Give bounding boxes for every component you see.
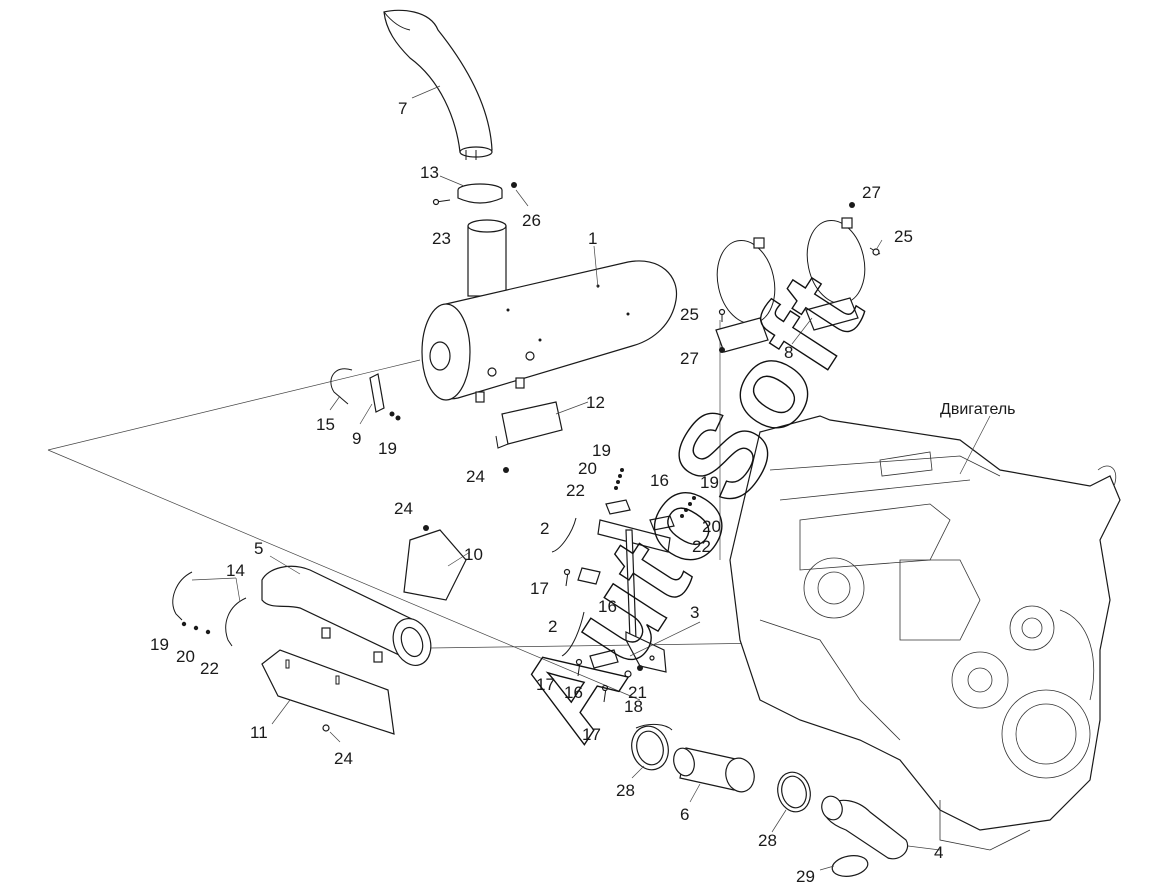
engine-illustration: [729, 415, 1121, 851]
bracket-10: [403, 529, 467, 601]
callout-20: 20: [702, 517, 721, 536]
callout-24: 24: [334, 749, 353, 768]
engine-label-leader: [959, 415, 991, 475]
pad-16-c: [589, 649, 619, 669]
callout-2: 2: [548, 617, 557, 636]
callout-15: 15: [316, 415, 335, 434]
callout-24: 24: [394, 499, 413, 518]
clamp-13: [457, 183, 503, 204]
tail-pipe: [383, 9, 493, 160]
callout-17: 17: [536, 675, 555, 694]
nut-21: [624, 665, 643, 678]
clamp-18: [635, 723, 673, 731]
bolt-25-top: [869, 247, 881, 256]
callout-28: 28: [616, 781, 635, 800]
callout-16: 16: [650, 471, 669, 490]
clamp-9: [369, 373, 385, 413]
callout-18: 18: [624, 697, 643, 716]
strap-bracket-8: [715, 217, 866, 353]
callout-6: 6: [680, 805, 689, 824]
bolt-25-bottom: [718, 308, 726, 322]
pad-16-b: [649, 515, 675, 531]
clamp-14-a: [172, 571, 193, 621]
callout-29: 29: [796, 867, 815, 886]
bolt-23: [432, 198, 451, 206]
callouts: 1 2 2 3 4 5 6 7 8 9 10 11 12 13 14 15 16…: [150, 99, 943, 886]
intermediate-pipe-5: [261, 565, 432, 666]
fastener-stack-centre: [614, 468, 624, 490]
callout-3: 3: [690, 603, 699, 622]
callout-23: 23: [432, 229, 451, 248]
callout-19: 19: [378, 439, 397, 458]
nut-26: [511, 182, 517, 188]
assembly-guide-lines: [47, 320, 981, 701]
callout-21: 21: [628, 683, 647, 702]
callout-12: 12: [586, 393, 605, 412]
bolt-24-bracket: [503, 467, 509, 473]
callout-27: 27: [680, 349, 699, 368]
clamp-28-b: [777, 771, 811, 813]
callout-27: 27: [862, 183, 881, 202]
nut-19-muffler-a: [389, 411, 395, 417]
callout-4: 4: [934, 843, 943, 862]
callout-26: 26: [522, 211, 541, 230]
callout-9: 9: [352, 429, 361, 448]
pad-16-a: [605, 499, 631, 515]
callout-5: 5: [254, 539, 263, 558]
callout-16: 16: [564, 683, 583, 702]
engine-label: Двигатель: [940, 401, 1016, 418]
pipe-6: [673, 747, 755, 793]
callout-20: 20: [578, 459, 597, 478]
callout-22: 22: [566, 481, 585, 500]
leader-lines: [191, 85, 941, 871]
bracket-12: [495, 401, 563, 449]
bolt-17-b: [575, 658, 583, 677]
callout-20: 20: [176, 647, 195, 666]
bolt-24-shield: [322, 724, 330, 732]
callout-19: 19: [150, 635, 169, 654]
callout-28: 28: [758, 831, 777, 850]
bolt-24-pipe: [423, 525, 429, 531]
muffler: [421, 219, 678, 403]
elbow-pipe-4: [821, 795, 909, 860]
bolt-17-c: [601, 684, 609, 703]
callout-10: 10: [464, 545, 483, 564]
callout-1: 1: [588, 229, 597, 248]
nut-27-top: [849, 202, 855, 208]
u-bolt-15: [330, 368, 353, 405]
fastener-stack-right: [680, 496, 696, 518]
callout-17: 17: [530, 579, 549, 598]
support-frame-3: [597, 519, 671, 673]
callout-11: 11: [250, 723, 268, 742]
callout-24: 24: [466, 467, 485, 486]
clamp-2-upper: [551, 517, 601, 585]
clamp-14-b: [225, 597, 247, 647]
nuts-19-20-22-left: [181, 621, 211, 635]
callout-22: 22: [692, 537, 711, 556]
nut-27-bottom: [719, 347, 725, 353]
ring-29: [831, 855, 869, 877]
callout-14: 14: [226, 561, 245, 580]
callout-22: 22: [200, 659, 219, 678]
heat-shield-11: [261, 649, 395, 735]
callout-25: 25: [894, 227, 913, 246]
nut-19-muffler-b: [395, 415, 401, 421]
callout-7: 7: [398, 99, 407, 118]
clamp-28-a: [631, 725, 669, 771]
callout-19: 19: [700, 473, 719, 492]
callout-25: 25: [680, 305, 699, 324]
callout-13: 13: [420, 163, 439, 182]
callout-17: 17: [582, 725, 601, 744]
callout-19: 19: [592, 441, 611, 460]
bolt-17-a: [563, 568, 571, 587]
callout-16: 16: [598, 597, 617, 616]
callout-2: 2: [540, 519, 549, 538]
clamp-2-lower: [561, 611, 585, 657]
callout-8: 8: [784, 343, 793, 362]
